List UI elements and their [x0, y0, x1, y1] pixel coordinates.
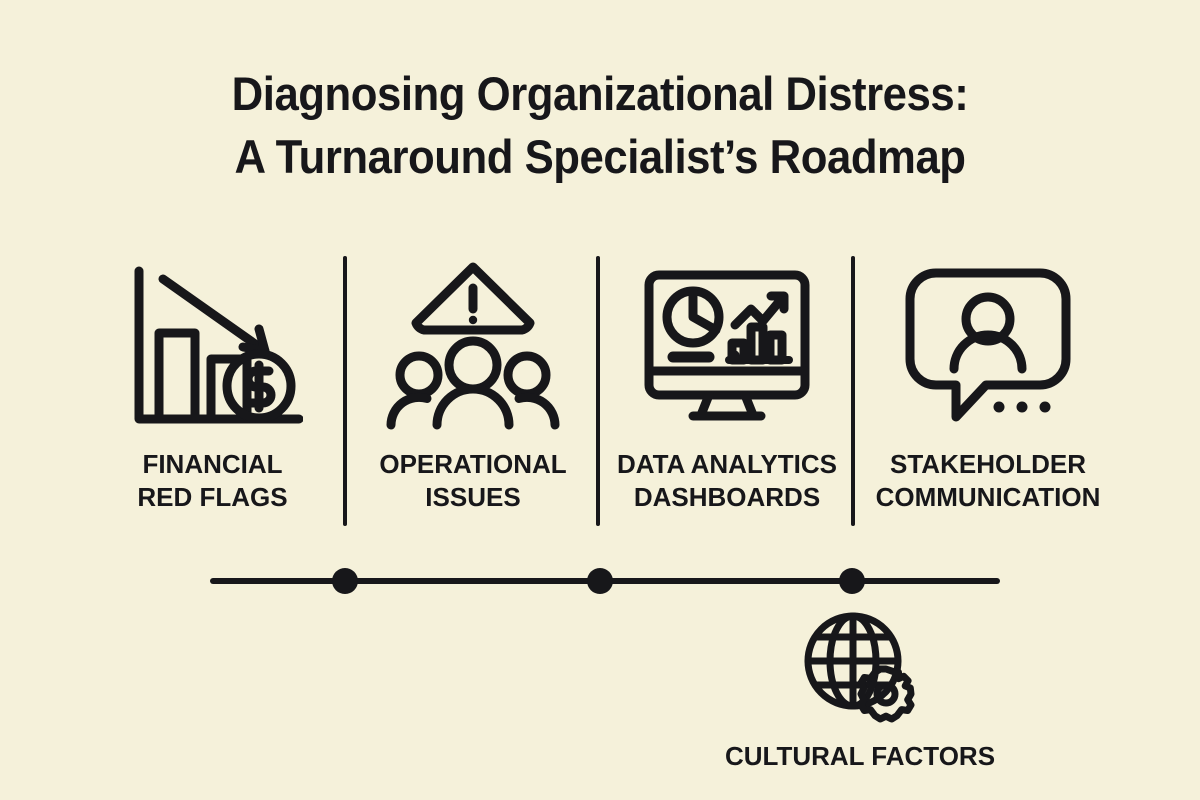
column-stakeholder-communication[interactable]: STAKEHOLDER COMMUNICATION — [856, 250, 1120, 530]
timeline-dot-3[interactable] — [839, 568, 865, 594]
column-label: DATA ANALYTICS DASHBOARDS — [616, 449, 838, 512]
column-label: OPERATIONAL ISSUES — [379, 449, 567, 512]
column-data-analytics-dashboards[interactable]: DATA ANALYTICS DASHBOARDS — [601, 250, 853, 530]
page-title: Diagnosing Organizational Distress: A Tu… — [0, 62, 1200, 188]
monitor-dashboard-charts-icon — [637, 250, 817, 440]
column-divider-2 — [596, 256, 600, 526]
node-label: CULTURAL FACTORS — [724, 741, 996, 771]
column-divider-3 — [851, 256, 855, 526]
people-group-with-warning-triangle-icon — [383, 250, 563, 440]
globe-with-gear-icon — [800, 608, 920, 728]
node-cultural-factors[interactable]: CULTURAL FACTORS — [700, 608, 1020, 772]
timeline-dot-1[interactable] — [332, 568, 358, 594]
column-financial-red-flags[interactable]: FINANCIAL RED FLAGS — [80, 250, 345, 530]
timeline — [210, 568, 1000, 594]
column-label: FINANCIAL RED FLAGS — [137, 449, 288, 512]
column-label: STAKEHOLDER COMMUNICATION — [875, 449, 1101, 512]
title-line-1: Diagnosing Organizational Distress: — [231, 67, 969, 120]
declining-bar-chart-with-dollar-coin-icon — [123, 250, 303, 440]
column-divider-1 — [343, 256, 347, 526]
category-columns: FINANCIAL RED FLAGS — [0, 250, 1200, 530]
speech-bubble-person-icon — [898, 250, 1078, 440]
title-line-2: A Turnaround Specialist’s Roadmap — [234, 130, 966, 183]
column-operational-issues[interactable]: OPERATIONAL ISSUES — [348, 250, 598, 530]
timeline-dot-2[interactable] — [587, 568, 613, 594]
